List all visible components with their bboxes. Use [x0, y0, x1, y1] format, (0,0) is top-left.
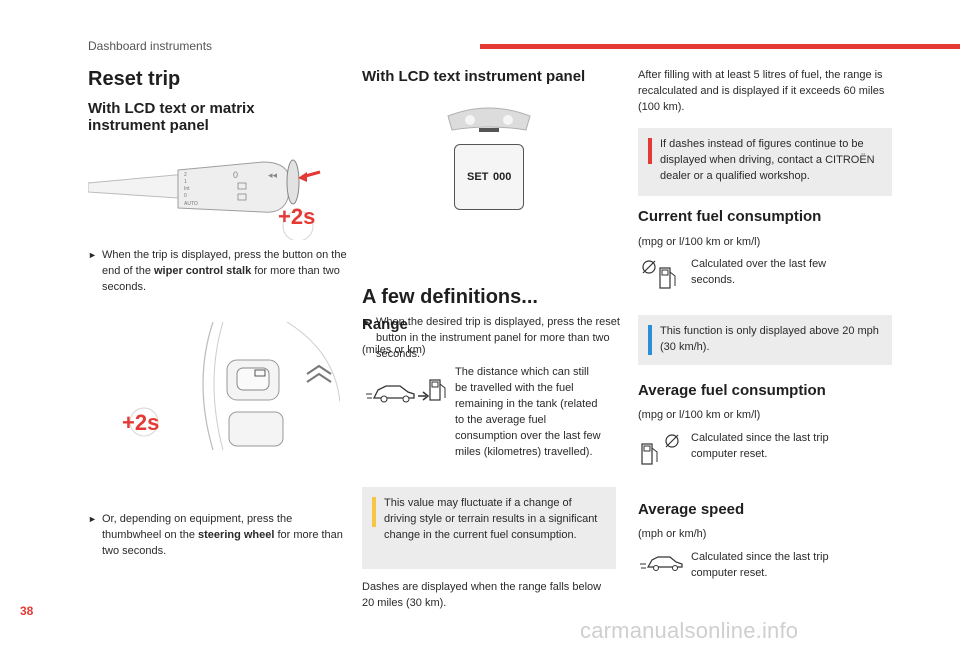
current-fuel-icon [640, 258, 686, 290]
range-units: (miles or km) [362, 344, 426, 356]
warning-note-dashes: If dashes instead of figures continue to… [638, 128, 892, 196]
svg-text:◂◂: ◂◂ [268, 170, 278, 180]
step-steering-wheel: ► Or, depending on equipment, press the … [88, 513, 343, 557]
heading-range: Range [362, 316, 408, 333]
info-note-bar-icon [372, 497, 376, 527]
instrument-panel-illustration: SET 000 [446, 100, 532, 212]
average-fuel-icon [640, 432, 686, 468]
average-fuel-units: (mpg or l/100 km or km/l) [638, 409, 761, 421]
lcd-set-label: SET [467, 171, 489, 183]
page-number: 38 [20, 604, 34, 618]
watermark: carmanualsonline.info [580, 618, 799, 643]
subtitle-lcd-text-panel: With LCD text instrument panel [362, 68, 586, 85]
lcd-digits: 000 [493, 171, 512, 183]
section-title-definitions: A few definitions... [362, 286, 538, 308]
thumbwheel-dial-icon [112, 404, 162, 444]
info-note-blue-bar-icon [648, 325, 652, 355]
bullet-arrow-icon: ► [88, 514, 97, 524]
warning-note-bar-icon [648, 138, 652, 164]
average-fuel-description: Calculated since the last trip computer … [691, 432, 829, 460]
info-note-fluctuation: This value may fluctuate if a change of … [362, 487, 616, 569]
heading-current-fuel: Current fuel consumption [638, 208, 822, 225]
svg-text:Int: Int [184, 186, 190, 192]
section-title-reset-trip: Reset trip [88, 68, 181, 90]
range-car-fuel-icon [364, 374, 450, 406]
svg-text:0: 0 [233, 170, 238, 180]
bullet-arrow-icon: ► [88, 250, 97, 260]
current-fuel-description: Calculated over the last few seconds. [691, 258, 827, 286]
dashes-text: Dashes are displayed when the range fall… [362, 581, 602, 609]
heading-average-fuel: Average fuel consumption [638, 382, 826, 399]
steering-wheel-illustration [195, 321, 341, 451]
average-speed-car-icon [640, 553, 686, 573]
subtitle-lcd-matrix: With LCD text or matrix instrument panel [88, 100, 255, 134]
bullet-arrow-icon: ► [362, 317, 371, 327]
average-speed-units: (mph or km/h) [638, 528, 707, 540]
hold-2s-badge: +2s [278, 204, 316, 229]
heading-average-speed: Average speed [638, 501, 745, 518]
header-accent-bar [480, 44, 960, 49]
lcd-display-screen: SET 000 [454, 144, 524, 210]
hold-2s-badge-2: +2s [122, 410, 160, 435]
step-wiper-stalk: ► When the trip is displayed, press the … [88, 249, 347, 293]
svg-text:0: 0 [184, 193, 187, 199]
step-reset-button: ► When the desired trip is displayed, pr… [362, 316, 620, 360]
recalculation-text: After filling with at least 5 litres of … [638, 69, 885, 113]
section-header: Dashboard instruments [88, 39, 213, 53]
range-description: The distance which can still be travelle… [455, 366, 601, 458]
current-fuel-units: (mpg or l/100 km or km/l) [638, 236, 761, 248]
average-speed-description: Calculated since the last trip computer … [691, 551, 829, 579]
svg-text:AUTO: AUTO [184, 201, 198, 207]
info-note-current-fuel: This function is only displayed above 20… [638, 315, 892, 365]
svg-text:2: 2 [184, 172, 187, 178]
svg-text:1: 1 [184, 179, 187, 185]
